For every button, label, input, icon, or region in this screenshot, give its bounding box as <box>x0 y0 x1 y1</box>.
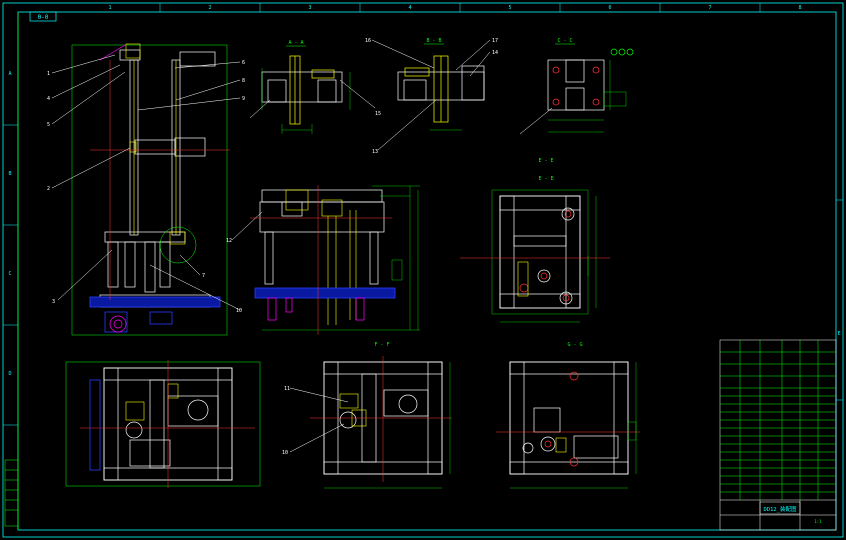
zone-C: C <box>8 271 11 277</box>
zone-6: 6 <box>608 5 611 11</box>
revision-strip <box>4 459 19 527</box>
callout-9: 9 <box>242 96 245 102</box>
callout-3: 3 <box>52 299 55 305</box>
callout-16: 16 <box>365 38 371 44</box>
zone-2: 2 <box>208 5 211 11</box>
border-ticks <box>3 3 843 426</box>
zone-7: 7 <box>708 5 711 11</box>
plan-view-bottom-left <box>65 360 261 488</box>
section-gg-title: G - G <box>567 342 582 348</box>
zone-B: B <box>8 171 11 177</box>
section-ee-title: E - E <box>538 176 553 182</box>
border-zone-marks: 1 2 3 4 5 6 7 8 A B C D E <box>8 5 840 377</box>
zone-8: 8 <box>798 5 801 11</box>
zone-A: A <box>8 71 11 77</box>
callout-12: 12 <box>226 238 232 244</box>
section-aa-title: A - A <box>288 40 303 46</box>
callout-2: 2 <box>47 186 50 192</box>
callout-1: 1 <box>47 71 50 77</box>
zone-E: E <box>837 331 840 337</box>
section-ff-view: F - F 11 10 <box>282 342 452 489</box>
plan-view-right: E - E <box>460 176 610 323</box>
callout-7: 7 <box>202 273 205 279</box>
top-left-tab: 0-0 <box>29 11 57 22</box>
title-block: DD12_装配图 1:1 <box>719 339 837 531</box>
section-gg-view: G - G <box>496 342 640 489</box>
drawing-scale: 1:1 <box>814 519 822 524</box>
side-view: 12 <box>226 185 420 335</box>
tab-label: 0-0 <box>38 14 49 21</box>
section-cc-title: C - C <box>557 38 572 44</box>
section-bb-title: B - B <box>426 38 441 44</box>
callout-14: 14 <box>492 50 498 56</box>
drawing-name: DD12_装配图 <box>763 505 797 513</box>
callout-8: 8 <box>242 78 245 84</box>
callout-11: 11 <box>284 386 290 392</box>
callout-5: 5 <box>47 122 50 128</box>
callout-6: 6 <box>242 60 245 66</box>
callout-4: 4 <box>47 96 50 102</box>
callout-10b: 10 <box>282 450 288 456</box>
callout-13: 13 <box>372 149 378 155</box>
callout-10: 10 <box>236 308 242 314</box>
callout-15: 15 <box>375 111 381 117</box>
section-ee-marker: E - E <box>538 158 553 164</box>
main-front-view: 1 4 5 2 3 10 7 6 8 9 <box>47 43 245 336</box>
zone-3: 3 <box>308 5 311 11</box>
section-bb-view: B - B 16 17 14 13 <box>365 38 498 155</box>
zone-1: 1 <box>108 5 111 11</box>
section-cc-view: C - C E - E <box>519 38 634 164</box>
zone-5: 5 <box>508 5 511 11</box>
callout-17: 17 <box>492 38 498 44</box>
section-aa-view: A - A 15 <box>249 40 381 134</box>
zone-D: D <box>8 371 11 377</box>
zone-4: 4 <box>408 5 411 11</box>
section-ff-title: F - F <box>374 342 389 348</box>
